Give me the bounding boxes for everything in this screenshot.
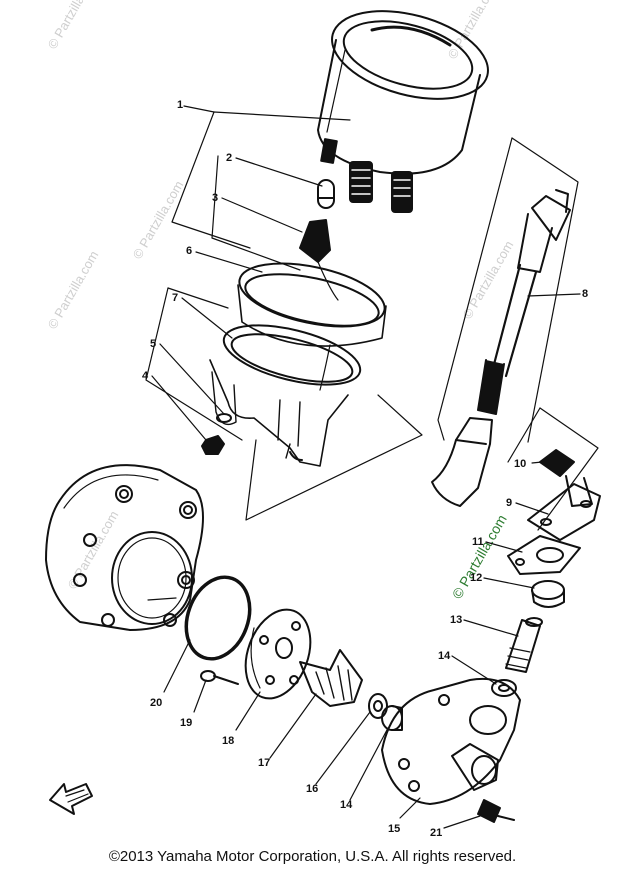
callout-labels: 1 2 3 6 7 5 4 8 10 9 11 12 13 14 20 19 1… — [142, 99, 588, 839]
gasket — [507, 535, 581, 575]
worm-gear-17 — [299, 649, 363, 707]
hub-cover — [45, 464, 204, 631]
watermarks: © Partzilla.com © Partzilla.com © Partzi… — [45, 0, 517, 602]
callout-10: 10 — [514, 458, 526, 470]
washer-and-nut — [201, 413, 232, 455]
callout-3: 3 — [212, 192, 218, 204]
callout-15: 15 — [388, 823, 400, 835]
callout-9: 9 — [506, 497, 512, 509]
washer-16 — [368, 693, 388, 719]
assembly-bracket-lines — [145, 111, 599, 531]
callout-14a: 14 — [438, 650, 451, 662]
callout-16: 16 — [306, 783, 318, 795]
leader-lines — [147, 105, 581, 829]
mounting-bracket — [209, 344, 349, 467]
screw-19 — [200, 670, 239, 685]
callout-14b: 14 — [340, 799, 353, 811]
callout-11: 11 — [472, 536, 484, 548]
callout-4: 4 — [142, 370, 149, 382]
callout-5: 5 — [150, 338, 156, 350]
front-arrow-icon — [49, 783, 93, 815]
callout-21: 21 — [430, 827, 442, 839]
callout-7: 7 — [172, 292, 178, 304]
speedometer-head — [317, 10, 489, 213]
cushion-rings — [222, 262, 387, 386]
gear-plate — [244, 608, 312, 700]
watermark-green: © Partzilla.com — [449, 512, 510, 602]
bulb-socket — [299, 219, 339, 301]
speedometer-cable — [431, 189, 571, 507]
o-ring — [184, 575, 252, 661]
washer-14-upper — [491, 679, 517, 697]
bolt-10 — [539, 449, 575, 477]
watermark-4: © Partzilla.com — [45, 248, 102, 331]
callout-19: 19 — [180, 717, 192, 729]
callout-12: 12 — [470, 572, 482, 584]
drive-housing — [527, 475, 601, 541]
watermark-2: © Partzilla.com — [445, 0, 502, 62]
drive-gear-13 — [505, 617, 543, 673]
watermark-3: © Partzilla.com — [130, 178, 187, 261]
callout-13: 13 — [450, 614, 462, 626]
callout-20: 20 — [150, 697, 162, 709]
gear-housing — [381, 678, 521, 805]
copyright-notice: ©2013 Yamaha Motor Corporation, U.S.A. A… — [108, 848, 517, 865]
spacer-14-lower — [381, 705, 403, 731]
bulb — [317, 179, 335, 209]
callout-2: 2 — [226, 152, 232, 164]
bushing — [531, 580, 565, 608]
callout-8: 8 — [582, 288, 588, 300]
callout-18: 18 — [222, 735, 234, 747]
watermark-1: © Partzilla.com — [45, 0, 102, 52]
callout-1: 1 — [177, 99, 183, 111]
bolt-21 — [477, 799, 515, 823]
callout-6: 6 — [186, 245, 192, 257]
callout-17: 17 — [258, 757, 270, 769]
